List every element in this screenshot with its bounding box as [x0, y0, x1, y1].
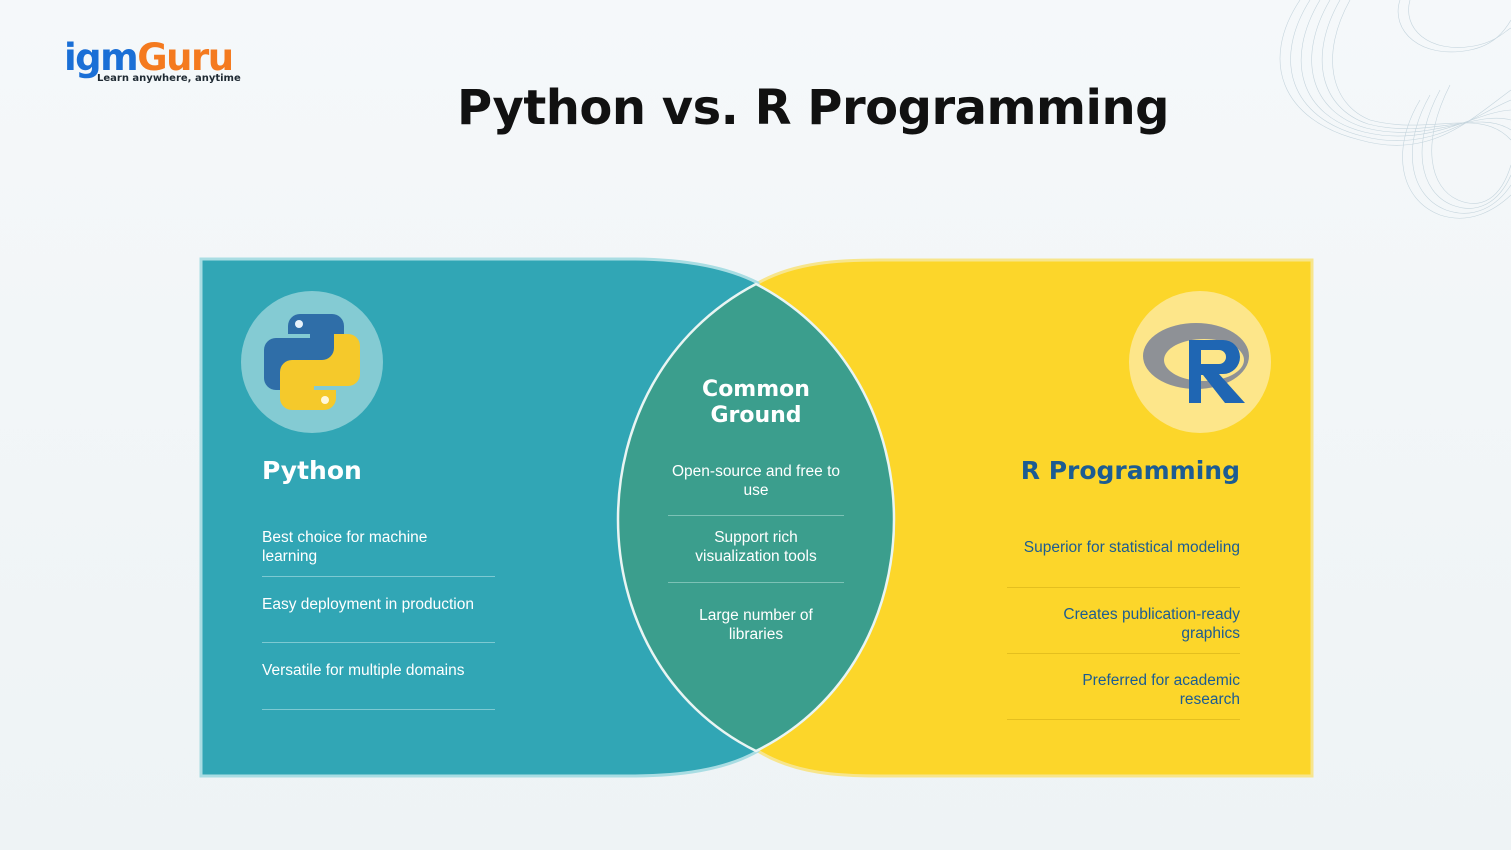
brand-name-part2: Guru [137, 36, 234, 79]
common-item-2: Support rich visualization tools [695, 529, 817, 565]
common-ground-lens [616, 282, 896, 753]
common-heading-line2: Ground [710, 403, 802, 428]
python-item-1: Best choice for machine learning [262, 529, 428, 565]
python-logo-icon [264, 314, 360, 410]
r-heading: R Programming [1020, 456, 1240, 485]
r-item-3: Preferred for academic research [1082, 672, 1240, 708]
common-item-3: Large number of libraries [699, 607, 813, 643]
python-item-2: Easy deployment in production [262, 596, 474, 613]
python-heading: Python [262, 456, 362, 485]
r-logo-icon [1143, 323, 1249, 403]
common-divider-2 [668, 582, 844, 583]
python-divider-2 [262, 642, 495, 643]
page-title: Python vs. R Programming [456, 80, 1170, 136]
r-item-2: Creates publication-ready graphics [1063, 606, 1240, 642]
common-heading: Common Ground [656, 377, 856, 429]
common-item-1: Open-source and free to use [671, 463, 841, 499]
brand-tagline: Learn anywhere, anytime [97, 73, 241, 84]
common-divider-1 [668, 515, 844, 516]
r-divider-3 [1007, 719, 1240, 720]
brand-logo[interactable]: igmGuru Learn anywhere, anytime [64, 36, 241, 85]
python-divider-1 [262, 576, 495, 577]
python-item-3: Versatile for multiple domains [262, 662, 465, 679]
r-item-1: Superior for statistical modeling [1023, 539, 1240, 556]
r-divider-2 [1007, 653, 1240, 654]
brand-name-part1: igm [64, 36, 139, 79]
common-heading-line1: Common [702, 377, 810, 402]
python-divider-3 [262, 709, 495, 710]
r-divider-1 [1007, 587, 1240, 588]
